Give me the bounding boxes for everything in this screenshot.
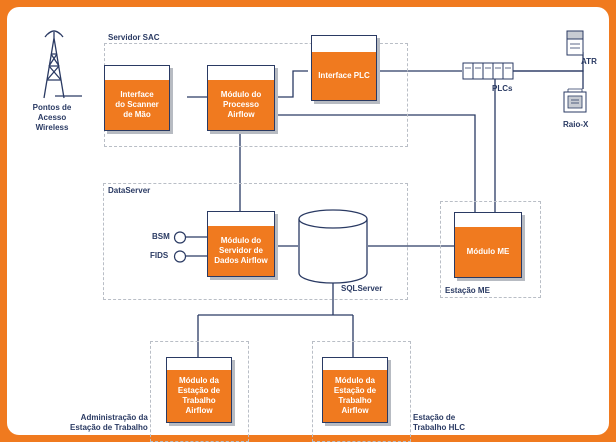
line-db-workstations [197, 282, 354, 357]
label-fids: FIDS [150, 251, 169, 260]
module-estacao-1-label: Módulo da Estação de Trabalho Airflow [167, 370, 231, 422]
module-interface-plc: Interface PLC [311, 35, 377, 101]
group-label-dataserver: DataServer [108, 186, 151, 195]
atr-tower-icon [566, 30, 584, 56]
label-atr: ATR [581, 57, 597, 66]
group-label-estacao-me: Estação ME [445, 286, 490, 295]
label-pontos-acesso: Pontos de Acesso Wireless [32, 103, 72, 132]
label-plcs: PLCs [492, 84, 513, 93]
group-label-admin-estacao: Administração da Estação de Trabalho [70, 413, 148, 432]
label-raio-x: Raio-X [563, 120, 589, 129]
group-label-estacao-hlc: Estação de Trabalho HLC [413, 413, 466, 432]
group-dataserver [103, 183, 408, 300]
module-estacao-trabalho-2: Módulo da Estação de Trabalho Airflow [322, 357, 388, 423]
module-processo-airflow: Módulo do Processo Airflow [207, 65, 275, 131]
module-estacao-trabalho-1: Módulo da Estação de Trabalho Airflow [166, 357, 232, 423]
xray-scanner-icon [563, 88, 587, 113]
module-interface-scanner-label: Interface do Scanner de Mão [105, 80, 169, 130]
antenna-tower-icon [43, 30, 65, 99]
module-processo-label: Módulo do Processo Airflow [208, 80, 274, 130]
module-interface-scanner: Interface do Scanner de Mão [104, 65, 170, 131]
group-label-servidor-sac: Servidor SAC [108, 33, 160, 42]
module-me-label: Módulo ME [455, 227, 521, 277]
line-processo-me-horizontal [273, 114, 476, 212]
line-plcs-raiox [512, 70, 584, 89]
label-bsm: BSM [152, 232, 170, 241]
fids-connector-icon [173, 250, 187, 263]
group-estacao-me [440, 201, 541, 298]
module-interface-plc-label: Interface PLC [312, 52, 376, 100]
line-processo-plc [273, 70, 308, 98]
plc-rack-icon [462, 62, 514, 80]
label-sqlserver: SQLServer [341, 284, 383, 293]
module-me: Módulo ME [454, 212, 522, 278]
module-servidor-dados-label: Módulo do Servidor de Dados Airflow [208, 226, 274, 276]
bsm-connector-icon [173, 231, 187, 244]
database-cylinder-icon [298, 209, 368, 284]
module-estacao-2-label: Módulo da Estação de Trabalho Airflow [323, 370, 387, 422]
module-servidor-dados-airflow: Módulo do Servidor de Dados Airflow [207, 211, 275, 277]
